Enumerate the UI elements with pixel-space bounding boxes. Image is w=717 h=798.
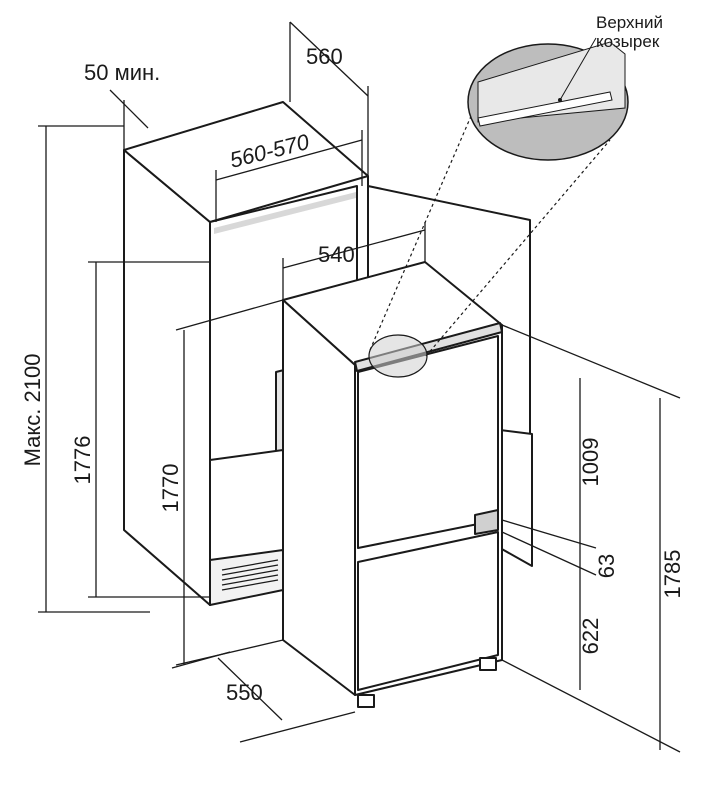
visor-highlight-ellipse — [368, 334, 428, 378]
dim-niche-max-height: Макс. 2100 — [20, 354, 45, 467]
niche-plinth — [209, 549, 284, 606]
dim-fridge-height: 1785 — [660, 550, 685, 599]
fridge-foot-right — [479, 657, 497, 671]
dimension-lines — [38, 21, 681, 753]
callout-label-line1: Верхний — [596, 13, 663, 32]
callout-label-line2: козырек — [596, 32, 660, 51]
open-furniture-door-lower — [499, 429, 533, 567]
callout-pointer-dot — [558, 98, 562, 102]
fridge-foot-left — [357, 694, 375, 708]
fridge — [282, 261, 503, 708]
fridge-middle-hinge — [474, 509, 499, 535]
dim-niche-side-depth: 550 — [226, 680, 263, 705]
dim-fridge-width: 540 — [318, 242, 355, 267]
callout-visor-bar — [477, 91, 613, 127]
dim-niche-height: 1776 — [70, 436, 95, 485]
callout-pointer-line — [559, 37, 597, 101]
fridge-left-side — [282, 299, 356, 696]
ventilation-grille — [221, 559, 279, 591]
dim-fridge-inner-height: 1770 — [158, 464, 183, 513]
niche-inner-shadow — [214, 192, 356, 234]
fridge-lower-door — [357, 531, 499, 691]
niche-left-side-panel — [123, 149, 211, 606]
visor-zoom-callout — [369, 37, 629, 357]
dim-niche-min-gap: 50 мин. — [84, 60, 160, 85]
dim-lower-door-height: 622 — [578, 618, 603, 655]
callout-leader-right — [425, 139, 611, 357]
dim-niche-depth: 560 — [306, 44, 343, 69]
dim-door-gap: 63 — [594, 554, 619, 578]
dim-upper-door-height: 1009 — [578, 438, 603, 487]
